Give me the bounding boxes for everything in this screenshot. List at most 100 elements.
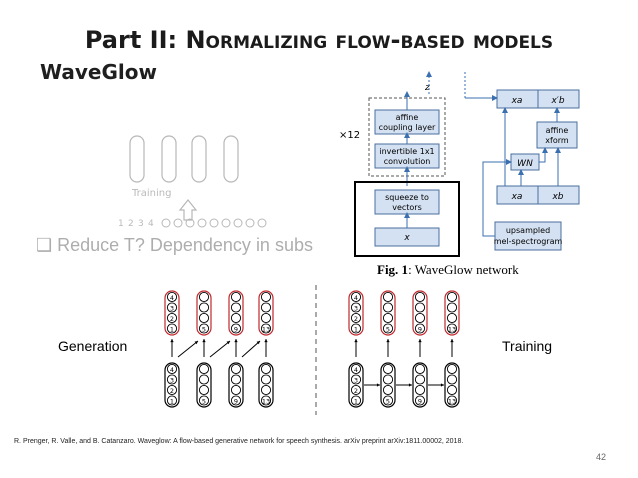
gen-bottom-col-2-capsule [196, 362, 212, 408]
highlight-block [354, 181, 460, 257]
xb-prime-label: x′b [550, 96, 564, 106]
gen-top-col-3-node [230, 291, 242, 303]
squeeze-line1: squeeze to [385, 193, 429, 202]
gen-top-col-2-node-label: 5 [202, 326, 206, 334]
train-bottom-col-3-node-label: 9 [418, 398, 422, 406]
gen-diag-arrow-1-head [194, 341, 198, 345]
train-bottom-col-3-node [414, 384, 426, 396]
train-top-col-1-node-label: 3 [354, 305, 358, 313]
squeeze-box [374, 189, 440, 215]
ghost-bullet: ❑ Reduce T? Dependency in subs [36, 235, 313, 255]
train-bottom-col-4-node [446, 363, 458, 375]
gen-top-col-1-node-label: 1 [170, 326, 174, 334]
gen-bottom-col-3-node [230, 384, 242, 396]
upsampled-box [494, 221, 562, 251]
gen-bottom-col-1-capsule [164, 362, 180, 408]
gen-bottom-col-1-node [166, 363, 178, 375]
train-top-col-1-node [350, 302, 362, 313]
train-bottom-col-2-node [382, 363, 394, 375]
train-bottom-col-1-node-label: 4 [354, 366, 358, 374]
gen-top-col-1-capsule [164, 290, 180, 336]
gen-bottom-col-1-node [166, 374, 178, 385]
title-part: Part II: [84, 26, 178, 54]
gen-up-arrow-4-head [264, 339, 268, 343]
train-bottom-col-3-node [414, 374, 426, 385]
x-input-label: x [403, 233, 410, 243]
gen-up-arrow-1-head [170, 339, 174, 343]
train-top-col-3-node [414, 312, 426, 324]
train-top-col-1-node-label: 2 [354, 315, 358, 323]
gen-top-col-1-node-label: 2 [170, 315, 174, 323]
gen-bottom-col-1-node-label: 1 [170, 398, 174, 406]
gen-top-col-4-node-label: 13 [262, 326, 270, 334]
train-bottom-col-2-node [382, 384, 394, 396]
train-top-col-3-capsule [412, 290, 428, 336]
gen-bottom-col-2-node [198, 384, 210, 396]
train-bottom-col-3-capsule [412, 362, 428, 408]
train-right-arrow-2-head [408, 383, 412, 387]
train-top-col-4-capsule [444, 290, 460, 336]
ghost-seq-3: 3 [138, 219, 144, 229]
train-top-col-3-node [414, 323, 426, 334]
train-bottom-col-2-node [382, 374, 394, 385]
inv-conv-line2: convolution [384, 157, 431, 166]
gen-top-col-1-node [166, 291, 178, 303]
ghost-seq-4: 4 [148, 219, 154, 229]
page-number: 42 [596, 452, 607, 462]
train-right-arrow-1-head [376, 383, 380, 387]
gen-diag-arrow-2 [209, 340, 231, 358]
gen-bottom-col-4-node [260, 395, 272, 406]
x-input-box [374, 227, 440, 247]
gen-bottom-col-3-node [230, 395, 242, 406]
train-top-col-1-node [350, 312, 362, 324]
gen-top-col-3-node-label: 9 [234, 326, 238, 334]
train-bottom-col-1-node [350, 363, 362, 375]
gen-bottom-col-3-node-label: 9 [234, 398, 238, 406]
train-up-arrow-2-head [386, 339, 390, 343]
train-up-arrow-1-head [354, 339, 358, 343]
gen-bottom-col-1-node-label: 3 [170, 377, 174, 385]
train-bottom-col-1-node [350, 384, 362, 396]
affine-coupling-box [374, 109, 440, 135]
title-rest: Normalizing flow-based models [185, 26, 554, 54]
train-bottom-col-1-node [350, 395, 362, 406]
train-top-col-4-node-label: 13 [448, 326, 456, 334]
gen-bottom-col-4-capsule [258, 362, 274, 408]
gen-bottom-col-1-node-label: 2 [170, 387, 174, 395]
train-top-col-2-node [382, 323, 394, 334]
generation-label: Generation [58, 338, 128, 354]
train-bottom-col-2-node-label: 5 [386, 398, 390, 406]
xb-bottom-label: xb [551, 192, 563, 202]
gen-bottom-col-4-node [260, 363, 272, 375]
wn-label: WN [517, 159, 533, 169]
gen-diag-arrow-1 [177, 340, 199, 358]
slide-title: Part II: Normalizing flow-based models [0, 26, 638, 54]
train-bottom-col-1-node-label: 1 [354, 398, 358, 406]
gen-bottom-col-1-node [166, 384, 178, 396]
z-label: z [424, 83, 430, 93]
gen-bottom-col-3-capsule [228, 362, 244, 408]
gen-top-col-2-node [198, 302, 210, 313]
gen-bottom-col-4-node [260, 384, 272, 396]
ghost-seq-2: 2 [128, 219, 134, 229]
train-top-col-4-node [446, 323, 458, 334]
train-bottom-col-3-node [414, 395, 426, 406]
gen-bottom-col-2-node-label: 5 [202, 398, 206, 406]
ghost-seq-1: 1 [118, 219, 124, 229]
train-up-arrow-4-head [450, 339, 454, 343]
gen-top-col-4-capsule [258, 290, 274, 336]
train-bottom-col-1-node-label: 2 [354, 387, 358, 395]
gen-top-col-1-node [166, 302, 178, 313]
train-top-col-3-node [414, 302, 426, 313]
train-bottom-col-4-node [446, 395, 458, 406]
train-bottom-col-4-node [446, 374, 458, 385]
slide-subtitle: WaveGlow [40, 60, 157, 84]
waveglow-figure: ×12 z affine coupling layer invertible 1… [339, 71, 586, 283]
gen-top-col-1-node-label: 4 [170, 294, 174, 302]
train-top-col-4-node [446, 291, 458, 303]
gen-bottom-col-4-node-label: 13 [262, 398, 270, 406]
inv-conv-box [374, 143, 440, 169]
gen-top-col-2-capsule [196, 290, 212, 336]
gen-diag-arrow-3 [241, 340, 261, 358]
